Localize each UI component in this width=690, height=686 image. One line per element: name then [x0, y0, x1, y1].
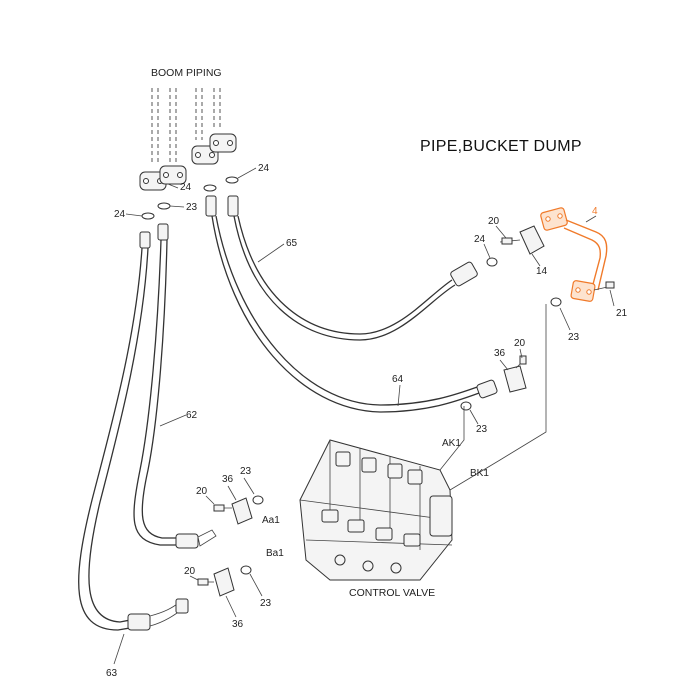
- boom-piping-label: BOOM PIPING: [151, 67, 222, 79]
- hose-65: [205, 195, 478, 341]
- hose-63: [78, 231, 189, 631]
- callout-24-boom-right: 24: [258, 163, 270, 174]
- callout-23-pipe: 23: [568, 332, 580, 343]
- control-valve-body: [299, 439, 453, 581]
- flange-36-mid: [213, 497, 253, 525]
- callout-24-boom-mid: 24: [180, 182, 192, 193]
- port-aa1-label: Aa1: [262, 515, 280, 526]
- callout-leaders: [113, 167, 615, 665]
- callout-24-boom-left: 24: [114, 209, 126, 220]
- callout-64: 64: [392, 374, 404, 385]
- callout-36-mid: 36: [222, 474, 234, 485]
- diagram-title: PIPE,BUCKET DUMP: [420, 138, 582, 155]
- callout-20-top: 20: [488, 216, 500, 227]
- hose-62: [133, 223, 217, 549]
- callout-4: 4: [592, 206, 598, 217]
- callout-23-ba1: 23: [260, 598, 272, 609]
- callout-63: 63: [106, 668, 118, 679]
- flange-36-lower: [197, 567, 235, 597]
- callout-21: 21: [616, 308, 628, 319]
- flange-14: [499, 225, 545, 255]
- control-valve-label: CONTROL VALVE: [349, 587, 435, 599]
- pipe-bucket-dump[interactable]: [540, 207, 615, 302]
- hose-64: [211, 215, 498, 413]
- callout-23-boom: 23: [186, 202, 198, 213]
- callout-36-upper: 36: [494, 348, 506, 359]
- flange-36-upper: [503, 355, 527, 393]
- callout-23-hose-64: 23: [476, 424, 488, 435]
- callout-20-lower-left: 20: [184, 566, 196, 577]
- callout-65: 65: [286, 238, 298, 249]
- port-leader-lines: [439, 304, 547, 491]
- port-bk1-label: BK1: [470, 468, 489, 479]
- callout-20-mid-left: 20: [196, 486, 208, 497]
- port-ak1-label: AK1: [442, 438, 461, 449]
- callout-20-upper-right: 20: [514, 338, 526, 349]
- hose-o-rings: [240, 257, 562, 575]
- callout-36-lower: 36: [232, 619, 244, 630]
- boom-flange-left: [139, 165, 187, 191]
- callout-14: 14: [536, 266, 548, 277]
- callout-62: 62: [186, 410, 198, 421]
- boom-piping-leads: [151, 88, 221, 165]
- callout-24-pipe: 24: [474, 234, 486, 245]
- port-ba1-label: Ba1: [266, 548, 284, 559]
- boom-flange-right: [191, 133, 237, 165]
- callout-23-aa1: 23: [240, 466, 252, 477]
